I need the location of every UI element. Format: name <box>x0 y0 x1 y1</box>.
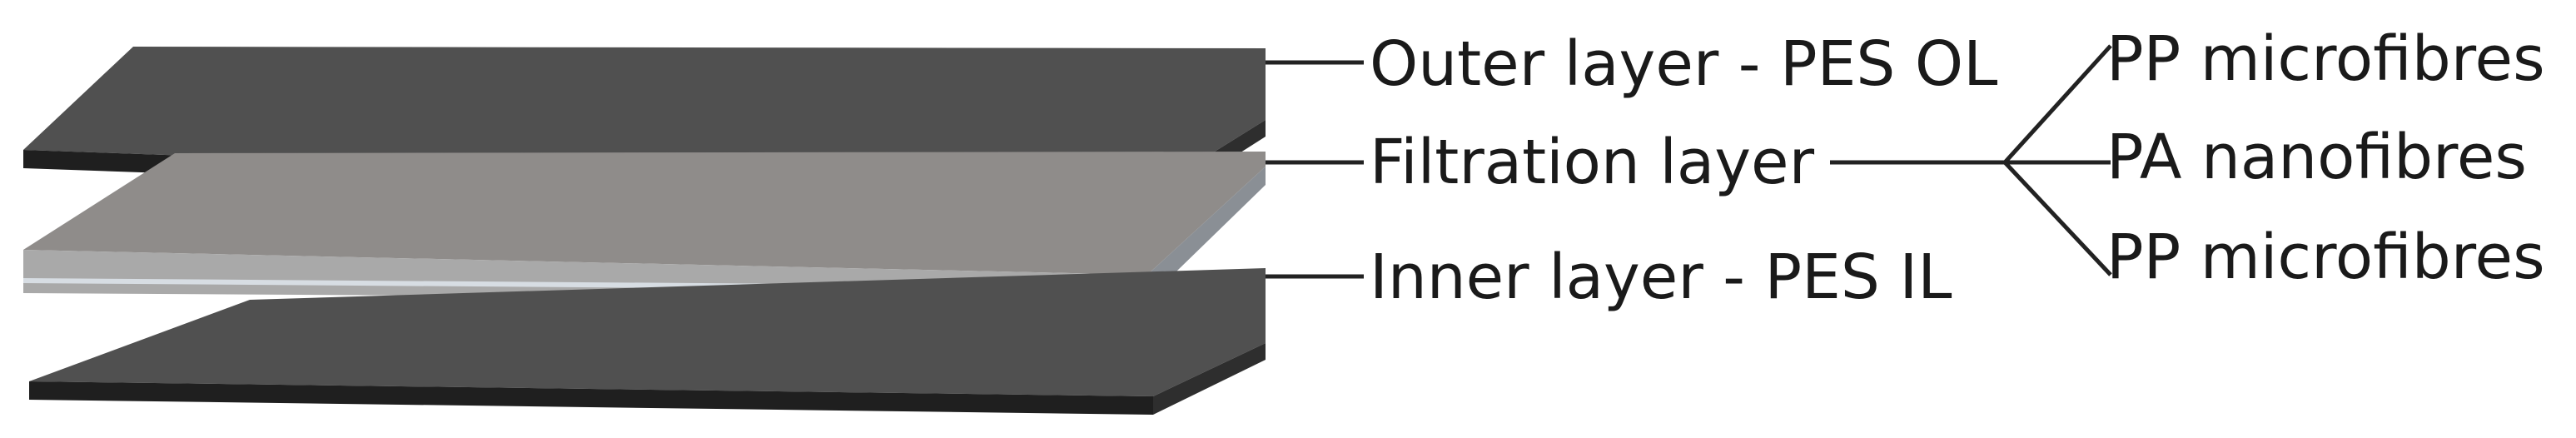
filtration-component-label-top: PP microfibres <box>2106 23 2545 95</box>
filtration-component-label-middle: PA nanofibres <box>2106 122 2527 193</box>
branch-line-lower <box>2003 161 2112 276</box>
inner-layer-top-face <box>29 268 1266 396</box>
filtration-branch-connector <box>1830 44 2112 276</box>
inner-layer-label: Inner layer - PES IL <box>1370 241 1952 313</box>
filtration-component-label-bottom: PP microfibres <box>2106 221 2545 293</box>
inner-layer-side-face <box>1153 343 1266 415</box>
filtration-layer-top-face <box>23 152 1266 275</box>
inner-layer-front-face <box>29 381 1153 415</box>
inner-layer-slab <box>29 268 1266 415</box>
branch-line-upper <box>2003 44 2112 164</box>
filtration-layer-side-face <box>1147 167 1266 300</box>
outer-layer-label: Outer layer - PES OL <box>1370 28 1997 100</box>
filtration-layer-label: Filtration layer <box>1370 127 1815 198</box>
